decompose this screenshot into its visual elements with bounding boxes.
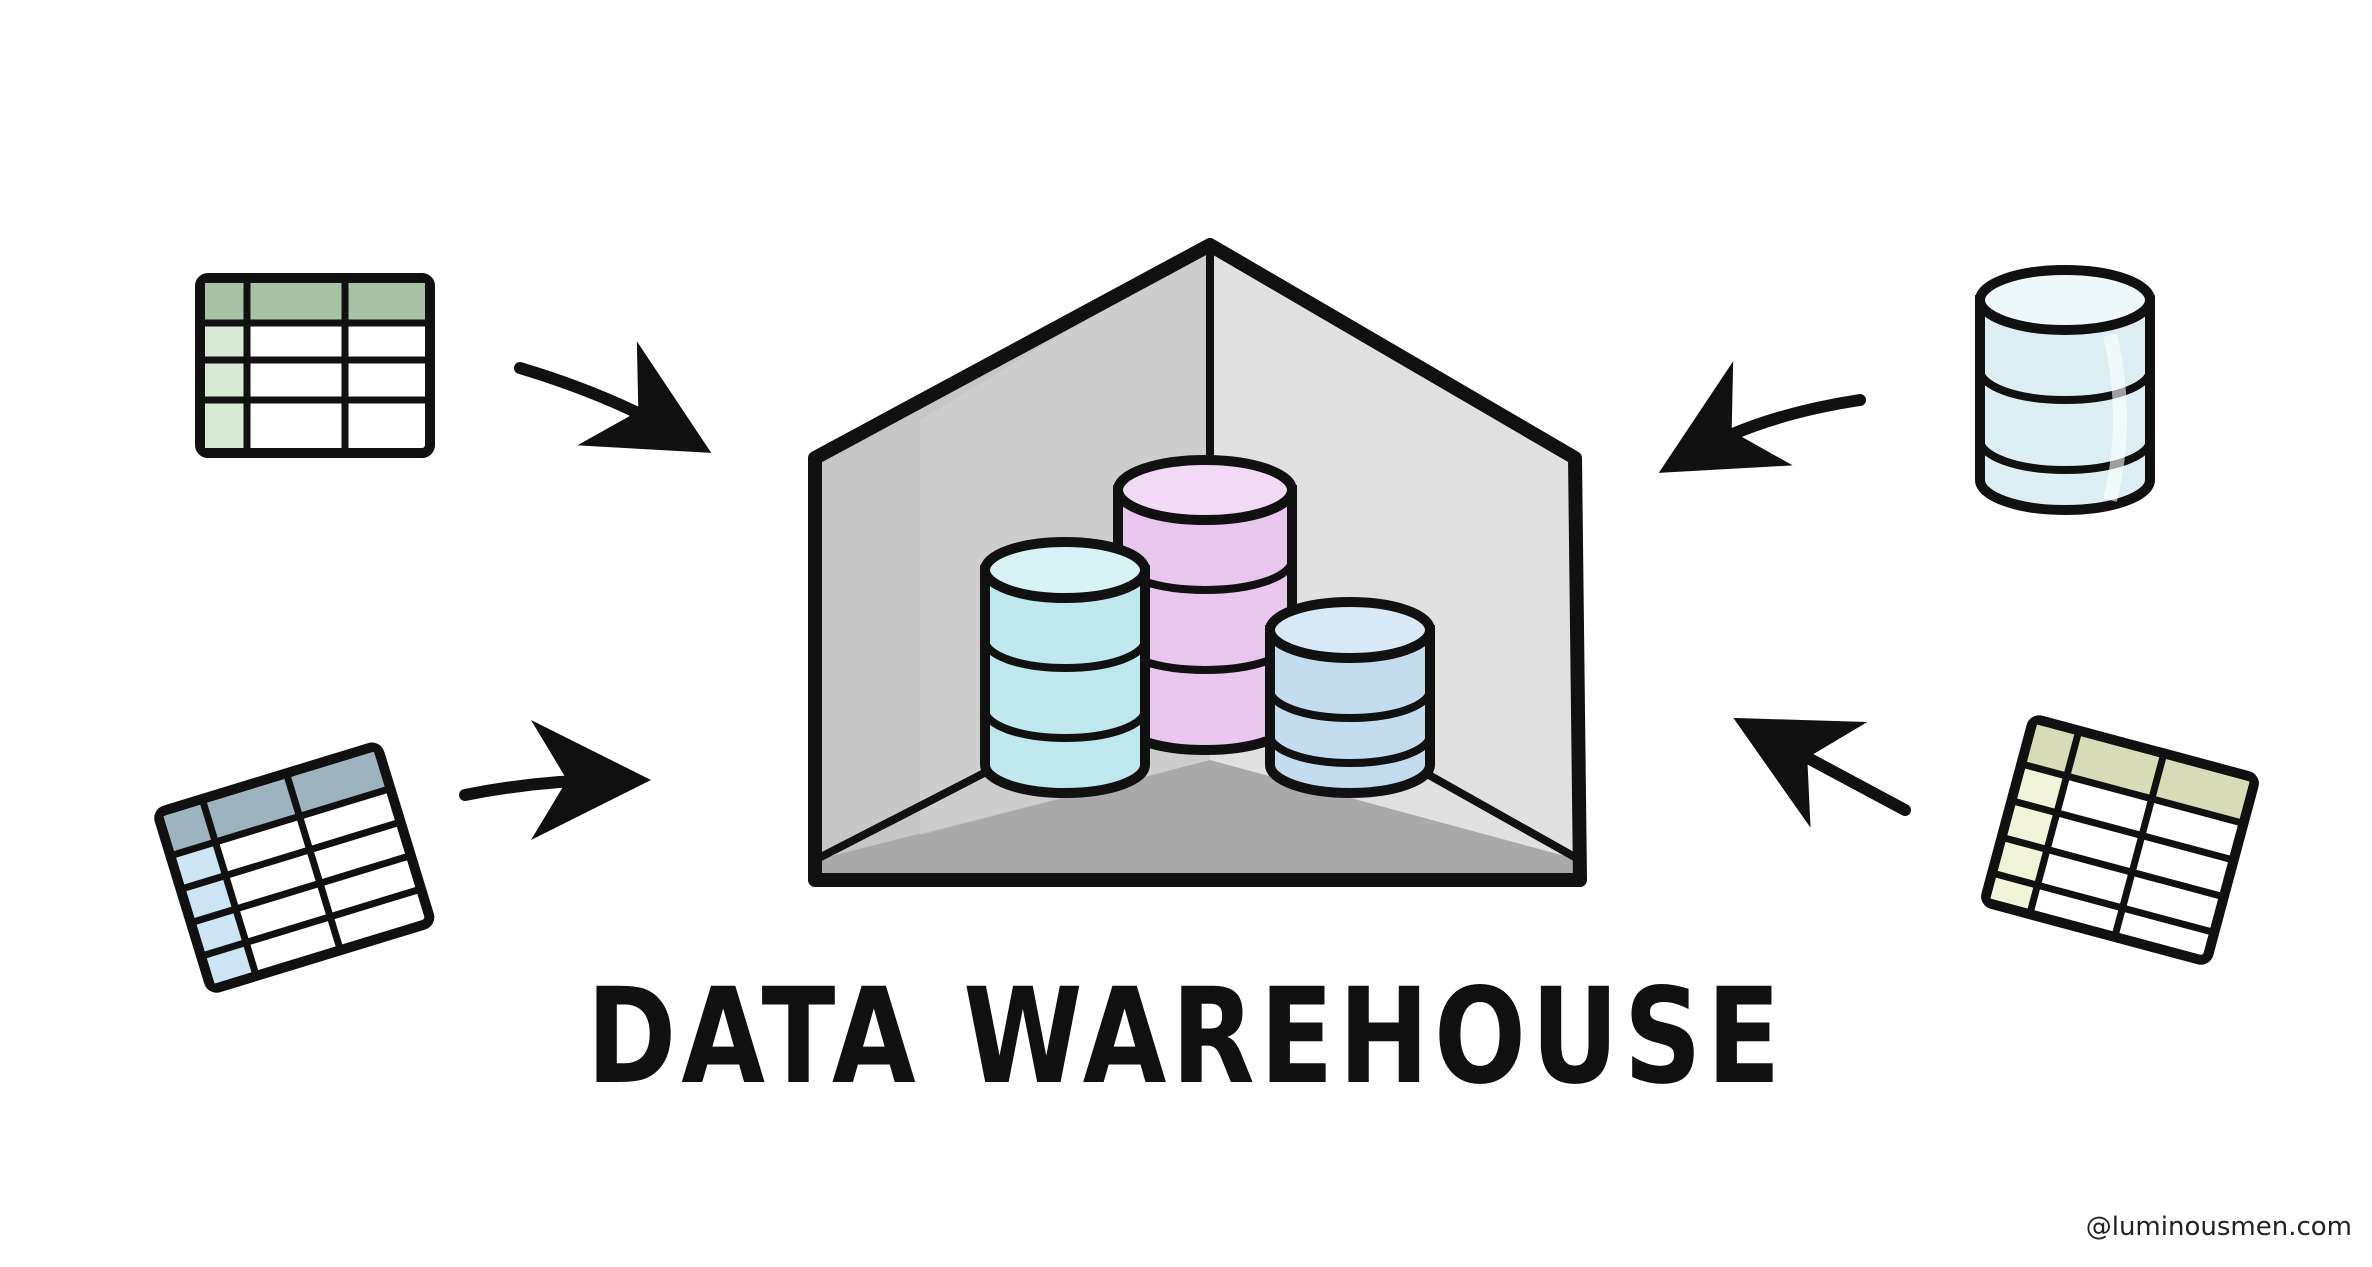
spreadsheet-icon-green	[195, 273, 435, 458]
arrow-top-right	[1658, 361, 1866, 473]
spreadsheet-icon-yellow	[1981, 715, 2259, 965]
arrow-bottom-left	[459, 720, 651, 841]
arrow-top-left	[514, 341, 712, 453]
database-source-icon	[1975, 265, 2155, 515]
spreadsheet-icon-blue	[154, 742, 435, 993]
database-icon-teal	[980, 537, 1150, 798]
diagram-title: DATA WAREHOUSE	[586, 960, 1786, 1114]
database-icon-blue	[1265, 597, 1435, 798]
arrow-bottom-right	[1733, 717, 1911, 828]
author-credit: @luminousmen.com	[2085, 1212, 2352, 1242]
